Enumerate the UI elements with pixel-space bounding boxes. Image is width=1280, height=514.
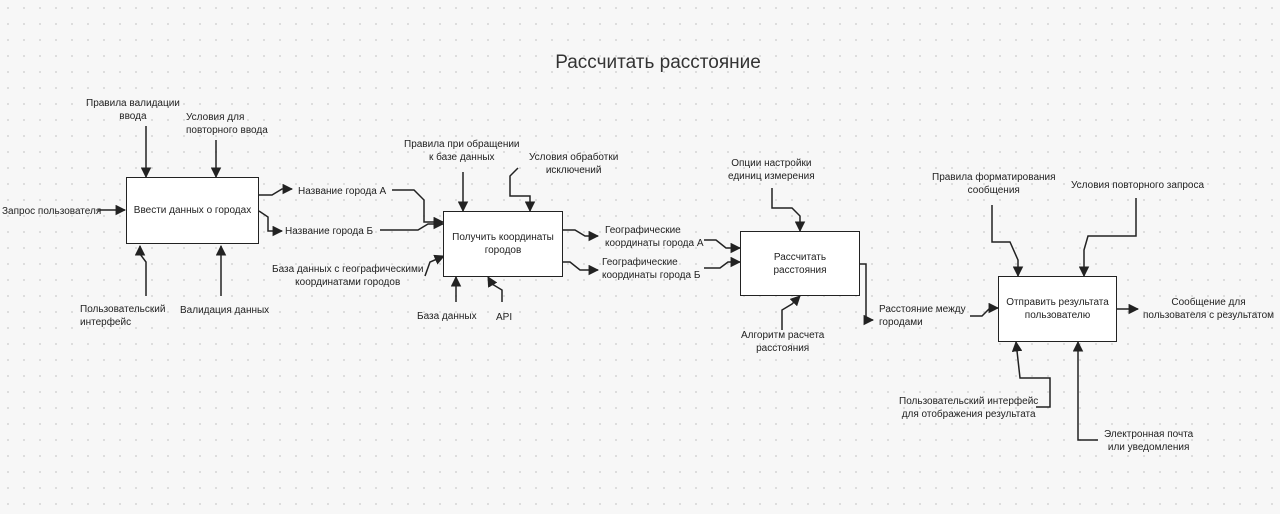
label-retry-conditions: Условия для повторного ввода <box>186 112 268 136</box>
arrow-api-mechanism <box>487 276 503 302</box>
arrow-units <box>771 188 806 233</box>
process-box-label: Рассчитать расстояния <box>773 251 827 276</box>
label-repeat-conditions: Условия повторного запроса <box>1071 180 1205 191</box>
arrow-city-b-output <box>258 210 284 237</box>
arrow-distance-output <box>860 263 875 326</box>
arrow-city-a-output <box>259 183 294 196</box>
arrow-distance-to-box4 <box>970 302 1000 317</box>
process-box-label: Отправить результата пользователю <box>1006 297 1109 321</box>
process-box-input-cities[interactable]: Ввести данных о городах <box>126 177 259 244</box>
arrow-geo-db <box>424 254 445 277</box>
label-geo-coordinates-a: Географические координаты города А <box>605 225 704 249</box>
label-geo-coordinates-b: Географические координаты города Б <box>602 257 701 281</box>
label-city-a: Название города А <box>298 186 387 197</box>
label-data-validation: Валидация данных <box>180 305 270 316</box>
process-box-send-result[interactable]: Отправить результата пользователю <box>998 276 1117 342</box>
label-email-notifications: Электронная почта или уведомления <box>1104 429 1194 453</box>
label-city-b: Название города Б <box>285 226 374 237</box>
arrow-geo-b-output <box>563 261 600 276</box>
arrow-algorithm <box>781 295 801 330</box>
label-user-request: Запрос пользователя <box>2 206 102 217</box>
process-box-label: Получить координаты городов <box>452 232 554 256</box>
arrow-display-ui <box>1011 340 1051 408</box>
label-format-rules: Правила форматирования сообщения <box>932 172 1056 196</box>
arrow-email <box>1072 340 1098 441</box>
arrow-city-b-to-box2 <box>380 218 445 231</box>
label-unit-options: Опции настройки единиц измерения <box>728 158 815 182</box>
arrow-city-a-to-box2 <box>392 189 445 228</box>
label-database: База данных <box>417 311 477 322</box>
label-distance-algorithm: Алгоритм расчета расстояния <box>741 330 825 354</box>
arrow-exception-rules <box>509 167 536 213</box>
arrow-ui-mechanism <box>134 244 147 296</box>
arrow-geo-a-output <box>563 229 600 242</box>
label-distance-between-cities: Расстояние между городами <box>879 304 966 328</box>
process-box-get-coordinates[interactable]: Получить координаты городов <box>443 211 563 277</box>
label-display-ui: Пользовательский интерфейс для отображен… <box>899 396 1039 420</box>
arrow-geo-b-to-box3 <box>704 256 742 269</box>
process-box-label: Ввести данных о городах <box>133 205 252 216</box>
label-user-interface: Пользовательский интерфейс <box>80 304 166 328</box>
label-result-message: Сообщение для пользователя с результатом <box>1143 297 1275 321</box>
process-box-calculate-distance[interactable]: Рассчитать расстояния <box>740 231 860 296</box>
label-geo-database: База данных с географическими координата… <box>272 264 424 288</box>
arrow-format-rules <box>991 205 1024 278</box>
arrow-geo-a-to-box3 <box>704 239 742 254</box>
label-exception-rules: Условия обработки исключений <box>529 152 619 176</box>
arrow-repeat-conditions <box>1078 198 1137 278</box>
label-api: API <box>496 312 513 323</box>
label-validation-rules: Правила валидации ввода <box>86 98 180 122</box>
diagram-title: Рассчитать расстояние <box>555 52 761 73</box>
label-db-rules: Правила при обращении к базе данных <box>404 139 520 163</box>
